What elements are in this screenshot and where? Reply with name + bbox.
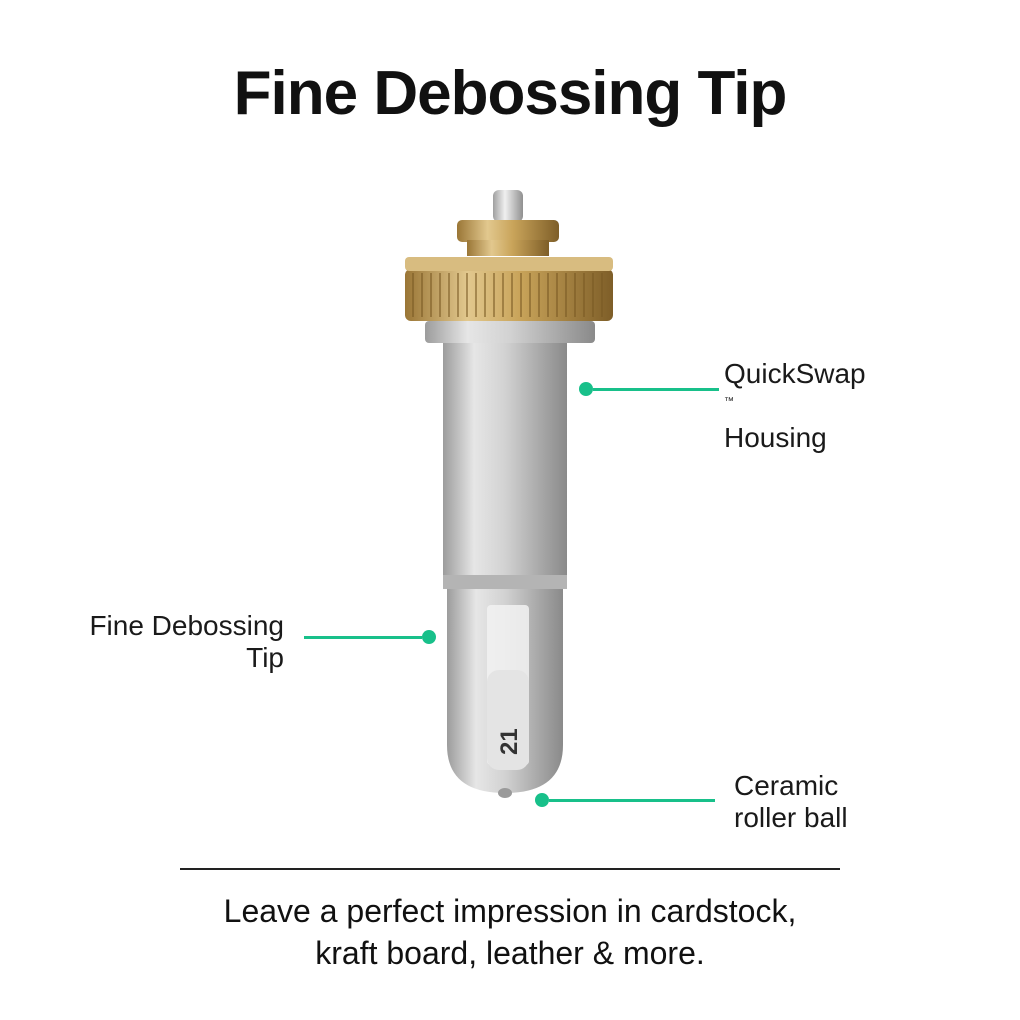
tip-label-line1: Fine Debossing	[89, 610, 284, 641]
divider	[180, 868, 840, 870]
housing-callout	[579, 382, 719, 396]
tagline: Leave a perfect impression in cardstock,…	[0, 890, 1020, 974]
housing-label-line1: QuickSwap	[724, 358, 866, 389]
tagline-line2: kraft board, leather & more.	[315, 935, 705, 971]
tip-number-label: 21	[496, 728, 523, 755]
tagline-line1: Leave a perfect impression in cardstock,	[223, 893, 797, 929]
page-title: Fine Debossing Tip	[233, 59, 788, 128]
tip-callout-line	[304, 635, 422, 639]
ball-callout-line	[549, 798, 715, 802]
ball-callout	[535, 793, 715, 807]
ball-label-line2: roller ball	[734, 802, 848, 833]
tip-label-line2: Tip	[246, 642, 284, 673]
tip-callout	[304, 630, 436, 644]
fine-debossing-tip-image: 21	[405, 190, 613, 798]
housing-label: QuickSwap ™ Housing	[724, 358, 866, 454]
ball-label-line1: Ceramic	[734, 770, 839, 801]
ball-label: Ceramic roller ball	[734, 770, 848, 834]
top-pin	[493, 190, 523, 222]
tip-callout-dot	[422, 630, 436, 644]
housing-label-line2: Housing	[724, 422, 827, 453]
housing-body	[443, 343, 567, 588]
ceramic-roller-ball	[498, 788, 512, 798]
tip-label: Fine Debossing Tip	[60, 610, 284, 674]
ball-callout-dot	[535, 793, 549, 807]
gold-gear	[405, 269, 613, 321]
silver-collar	[425, 321, 595, 343]
housing-callout-line	[593, 387, 719, 391]
housing-callout-dot	[579, 382, 593, 396]
gold-cap	[457, 220, 559, 242]
trademark-symbol: ™	[724, 396, 734, 407]
